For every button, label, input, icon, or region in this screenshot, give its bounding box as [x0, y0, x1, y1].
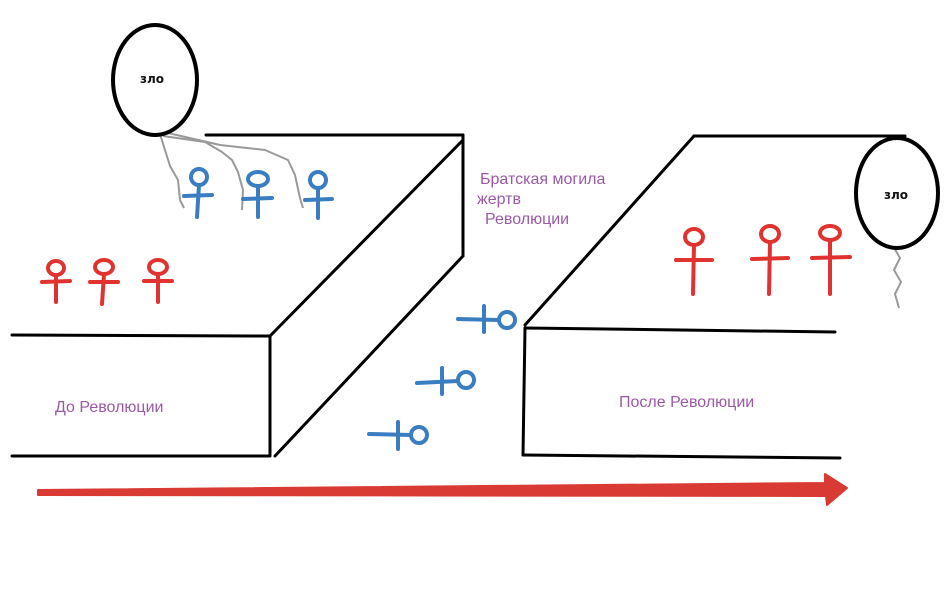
- balloon-icon: [854, 136, 940, 250]
- female-symbol-icon: [810, 224, 852, 296]
- female-symbol-icon: [303, 170, 334, 220]
- red-people-left: [40, 258, 174, 306]
- evil-label-left: зло: [140, 72, 165, 86]
- mass-grave-label-line3: Революции: [485, 211, 570, 228]
- mass-grave-label-line2: жертв: [477, 191, 521, 208]
- female-symbol-icon: [241, 170, 274, 219]
- before-block: [10, 133, 465, 458]
- evil-label-right: зло: [884, 188, 909, 202]
- mass-grave-label-line1: Братская могила: [480, 171, 606, 188]
- female-symbol-icon: [674, 227, 714, 296]
- after-block: [521, 134, 907, 460]
- female-symbol-icon: [182, 167, 214, 219]
- female-symbol-icon: [40, 259, 72, 304]
- red-people-right: [674, 224, 852, 296]
- female-symbol-icon: [142, 258, 174, 304]
- arrow-right-icon: [37, 473, 848, 506]
- balloon-icon: [111, 23, 199, 137]
- fallen-people: [367, 304, 517, 451]
- female-symbol-icon: [750, 224, 790, 296]
- fallen-person-icon: [415, 366, 476, 396]
- fallen-person-icon: [456, 304, 517, 334]
- fallen-person-icon: [367, 420, 429, 451]
- balloon-strings: [159, 132, 902, 309]
- before-revolution-label: До Революции: [55, 399, 164, 416]
- after-revolution-label: После Революции: [619, 394, 755, 411]
- blue-people-top: [182, 167, 334, 220]
- female-symbol-icon: [88, 258, 120, 306]
